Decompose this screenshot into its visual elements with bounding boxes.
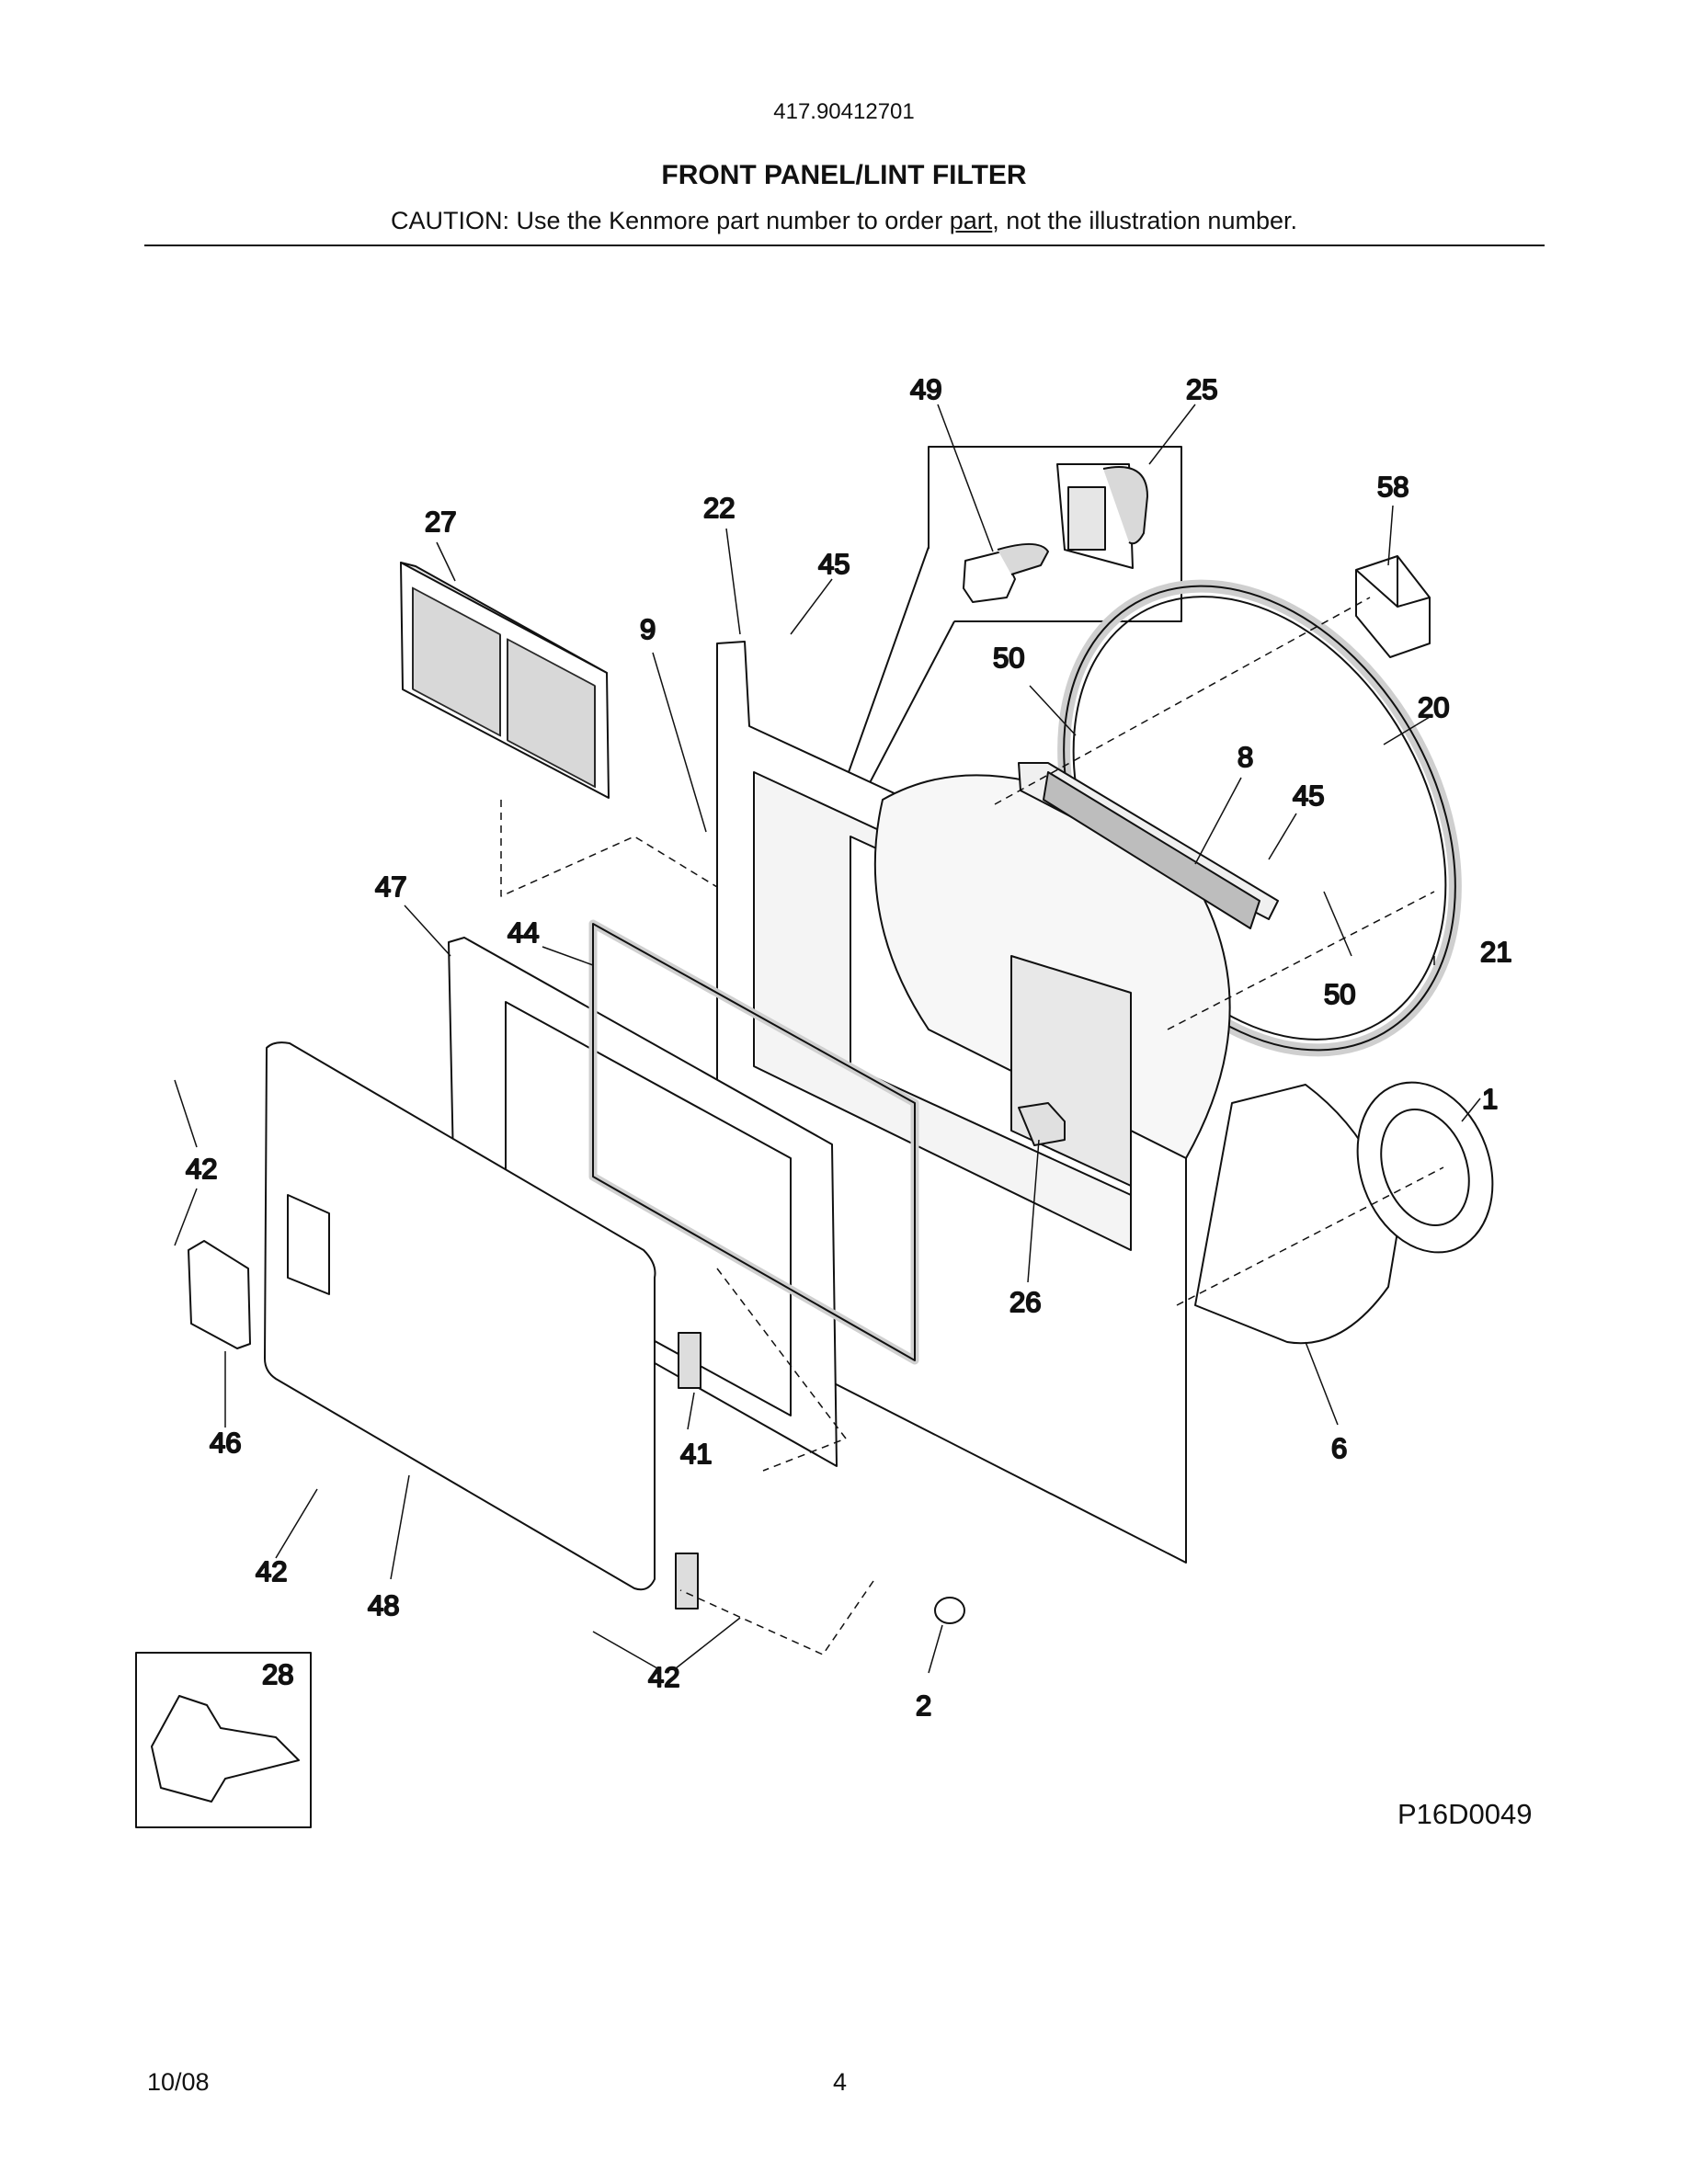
- assembly-lines: [500, 597, 1444, 1655]
- caution-prefix: CAUTION: Use the Kenmore part number to …: [391, 207, 950, 234]
- callout-44: 44: [508, 916, 539, 949]
- callout-25: 25: [1186, 373, 1217, 405]
- header-rule: [144, 245, 1545, 246]
- lint-filter: [400, 562, 610, 799]
- callout-9: 9: [640, 613, 656, 645]
- latch-strike: [188, 1240, 251, 1349]
- inset-28: [135, 1652, 312, 1828]
- callout-20: 20: [1418, 691, 1449, 723]
- blower-duct: [1194, 1081, 1494, 1345]
- callout-28: 28: [262, 1658, 293, 1690]
- leader-lines: [174, 404, 1481, 1674]
- callout-42-bottom: 42: [256, 1555, 287, 1587]
- callout-45-top: 45: [818, 548, 850, 580]
- callout-45-right: 45: [1293, 779, 1324, 812]
- filter-housing: [1018, 762, 1279, 929]
- callout-1: 1: [1482, 1083, 1498, 1115]
- callout-labels: 49 25 58 27 22 45 9 50 20 8 45 47 44 21 …: [185, 372, 1512, 1723]
- callout-22: 22: [703, 492, 735, 524]
- callout-48: 48: [368, 1589, 399, 1621]
- callout-41: 41: [680, 1438, 712, 1470]
- foot-2: [934, 1597, 965, 1624]
- door-gasket: [588, 919, 919, 1365]
- door-switch: [1018, 1102, 1066, 1146]
- callout-50-top: 50: [993, 642, 1024, 674]
- callout-27: 27: [425, 506, 456, 538]
- footer-date: 10/08: [147, 2068, 210, 2096]
- outer-door: [264, 1041, 656, 1591]
- caution-note: CAUTION: Use the Kenmore part number to …: [0, 207, 1688, 235]
- callout-26: 26: [1009, 1286, 1041, 1318]
- callout-50-right: 50: [1324, 978, 1355, 1010]
- footer-page-number: 4: [833, 2068, 848, 2096]
- callout-46: 46: [210, 1427, 241, 1459]
- callout-21: 21: [1480, 936, 1511, 968]
- callout-42-left: 42: [186, 1153, 217, 1185]
- callout-6: 6: [1331, 1432, 1347, 1464]
- bracket-58: [1355, 555, 1431, 658]
- caution-suffix: , not the illustration number.: [992, 207, 1297, 234]
- callout-49: 49: [910, 373, 941, 405]
- callout-8: 8: [1237, 741, 1253, 773]
- hinges: [675, 1332, 701, 1610]
- callout-58: 58: [1377, 471, 1409, 503]
- callout-2: 2: [916, 1689, 931, 1722]
- caution-link[interactable]: part: [949, 207, 993, 234]
- drawing-code: P16D0049: [1397, 1798, 1533, 1830]
- callout-42-hinge: 42: [648, 1661, 679, 1693]
- page-title: FRONT PANEL/LINT FILTER: [661, 160, 1027, 190]
- model-number: 417.90412701: [773, 99, 915, 124]
- callout-47: 47: [375, 870, 406, 903]
